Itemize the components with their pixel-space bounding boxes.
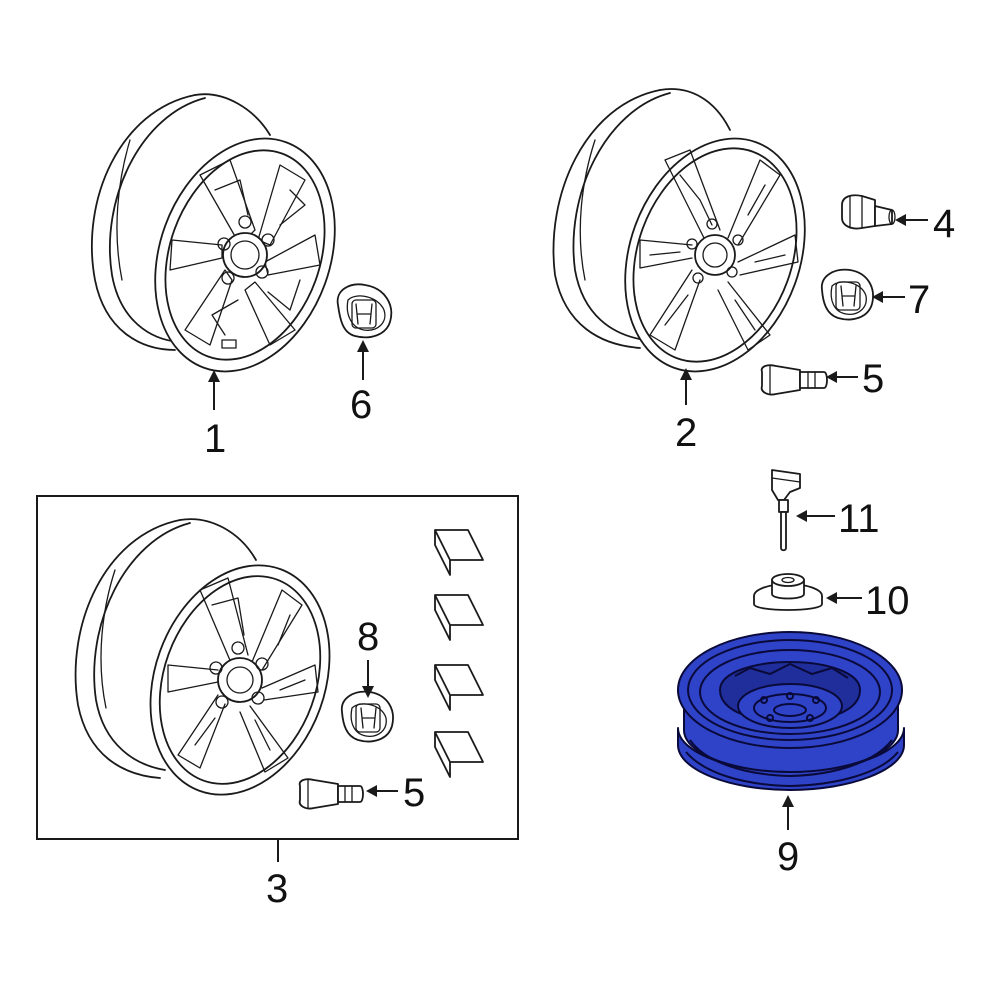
callout-arrow-5-kit: [366, 785, 398, 797]
callout-5-kit: 5: [403, 771, 425, 815]
center-cap-part-8[interactable]: [341, 690, 394, 743]
honda-emblem-icon: [355, 703, 381, 733]
callout-4: 4: [933, 202, 955, 246]
callout-arrow-11: [796, 510, 835, 522]
callout-arrow-10: [826, 592, 862, 604]
kit-labels: [434, 529, 484, 778]
honda-emblem-icon: [351, 299, 377, 329]
spacer-part-10[interactable]: [753, 573, 823, 611]
callout-1: 1: [204, 417, 226, 461]
callout-arrow-7: [872, 291, 905, 303]
honda-emblem-icon: [835, 281, 861, 311]
wheel-part-1[interactable]: [91, 93, 366, 397]
center-cap-part-7[interactable]: [821, 268, 874, 321]
callout-11: 11: [838, 497, 880, 541]
lug-nut-part-4[interactable]: [841, 194, 896, 230]
wheel-part-3[interactable]: [74, 518, 361, 820]
callout-arrow-9: [782, 795, 794, 830]
callout-8: 8: [357, 615, 379, 659]
callout-2: 2: [675, 411, 697, 455]
callout-arrow-1: [208, 370, 220, 410]
callout-9: 9: [777, 835, 799, 879]
callout-arrow-4: [895, 214, 928, 226]
tpms-sensor-part-11[interactable]: [771, 469, 801, 552]
callout-6: 6: [350, 383, 372, 427]
callout-arrow-8: [362, 660, 374, 698]
center-cap-part-6[interactable]: [336, 283, 393, 339]
callout-10: 10: [865, 579, 910, 623]
valve-stem-part-5-kit[interactable]: [298, 778, 364, 810]
wheel-part-2[interactable]: [552, 88, 835, 397]
callout-arrow-2: [680, 368, 692, 405]
callout-arrow-6: [357, 340, 369, 380]
valve-stem-part-5-top[interactable]: [760, 364, 828, 396]
callout-3: 3: [266, 867, 288, 911]
callout-5-top: 5: [862, 357, 884, 401]
spare-wheel-part-9[interactable]: [677, 631, 905, 791]
callout-arrow-5-top: [826, 371, 858, 383]
callout-7: 7: [908, 278, 930, 322]
